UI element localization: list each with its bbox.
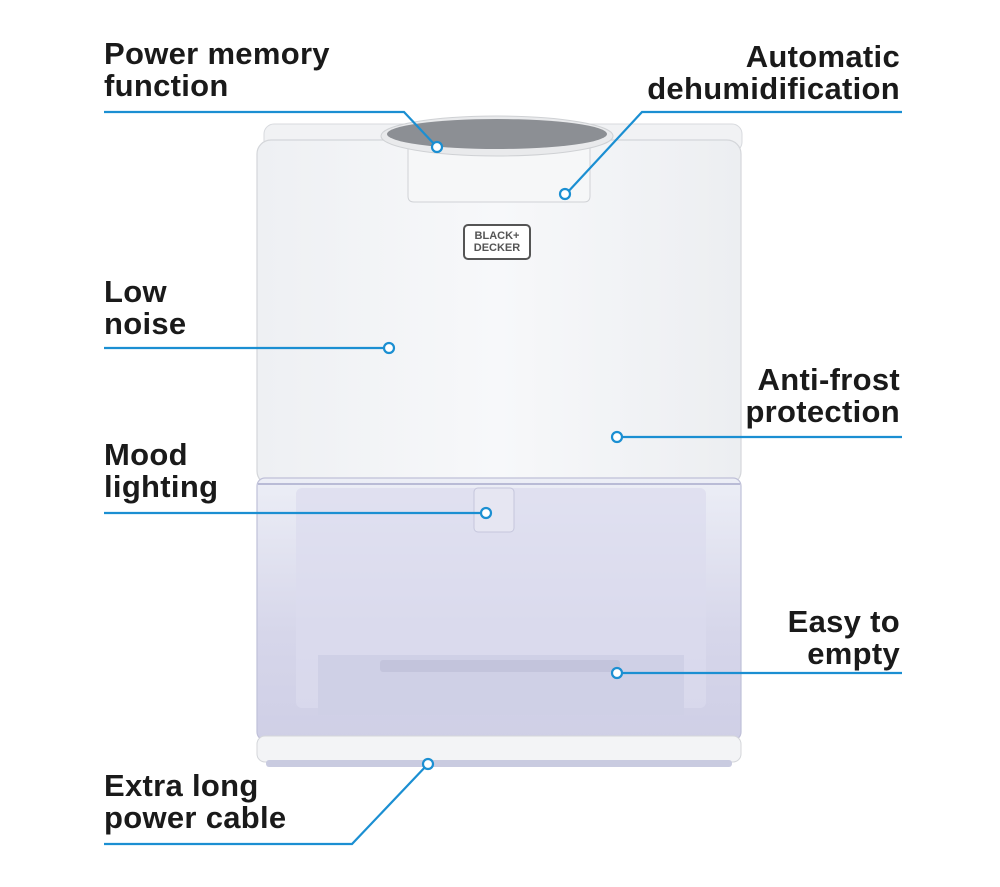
callout-dot-easy-empty — [610, 666, 624, 680]
device-base — [256, 735, 742, 763]
callout-extra-long-cable: Extra long power cable — [104, 768, 287, 835]
device-feet — [266, 760, 732, 767]
callout-mood-lighting: Mood lighting — [104, 437, 219, 504]
callout-dot-anti-frost — [610, 430, 624, 444]
callout-low-noise: Low noise — [104, 274, 187, 341]
mood-light-module — [473, 487, 515, 533]
callout-line-power-memory — [104, 110, 437, 147]
callout-line-cable — [104, 763, 429, 846]
callout-dot-mood — [479, 506, 493, 520]
control-panel-display — [387, 119, 607, 149]
callout-power-memory: Power memory function — [104, 36, 330, 103]
callout-dot-automatic — [558, 187, 572, 201]
tank-inner-wall — [296, 488, 706, 708]
brand-logo: BLACK+ DECKER — [463, 224, 531, 260]
callout-dot-low-noise — [382, 341, 396, 355]
callout-easy-to-empty: Easy to empty — [787, 604, 900, 671]
callout-dot-cable — [421, 757, 435, 771]
callout-line-automatic — [565, 110, 902, 195]
callout-automatic-dehumidification: Automatic dehumidification — [647, 39, 900, 106]
callout-anti-frost: Anti-frost protection — [745, 362, 900, 429]
callout-dot-power-memory — [430, 140, 444, 154]
tank-ridge — [380, 660, 620, 672]
